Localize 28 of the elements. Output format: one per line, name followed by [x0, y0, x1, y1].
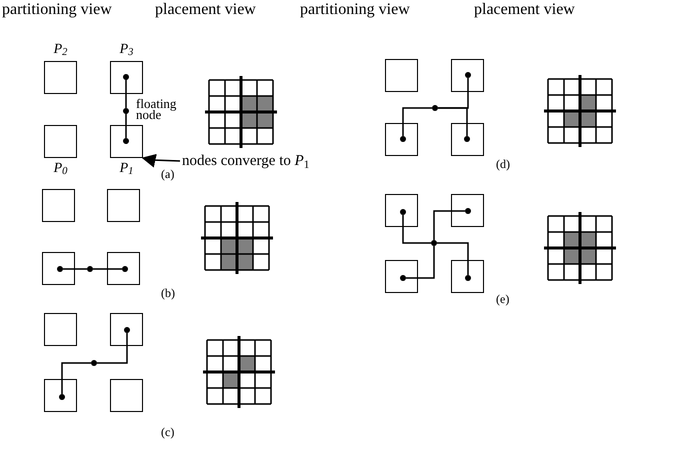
connection-line [97, 333, 128, 364]
column-heading: placement view [155, 1, 256, 19]
connection-line [63, 268, 87, 270]
node-caption: floating node [136, 98, 178, 120]
panel-label: (d) [496, 157, 510, 171]
connection-line [433, 210, 465, 240]
connection-line [402, 215, 431, 244]
connection-line [125, 114, 127, 138]
processor-label: P$_{3}$ [120, 41, 134, 60]
connection-line [93, 268, 122, 270]
column-heading: partitioning view [2, 1, 112, 19]
panel-label: (e) [496, 292, 510, 306]
callout-text: nodes converge to P$_{1}$ [182, 151, 310, 171]
column-heading: placement view [474, 1, 575, 19]
connection-line [438, 107, 468, 136]
connection-line [437, 242, 469, 275]
connection-line [406, 246, 435, 279]
connection-line [402, 107, 432, 136]
column-heading: partitioning view [300, 1, 410, 19]
processor-label: P$_{2}$ [54, 41, 68, 60]
connection-line [61, 362, 91, 394]
panel-label: (c) [161, 425, 174, 439]
connection-line [125, 80, 127, 108]
panel-label: (b) [161, 286, 175, 300]
panel-label: (a) [161, 167, 174, 181]
processor-label: P$_{1}$ [120, 160, 134, 179]
callout-arrow [142, 154, 180, 168]
processor-label: P$_{0}$ [54, 160, 68, 179]
